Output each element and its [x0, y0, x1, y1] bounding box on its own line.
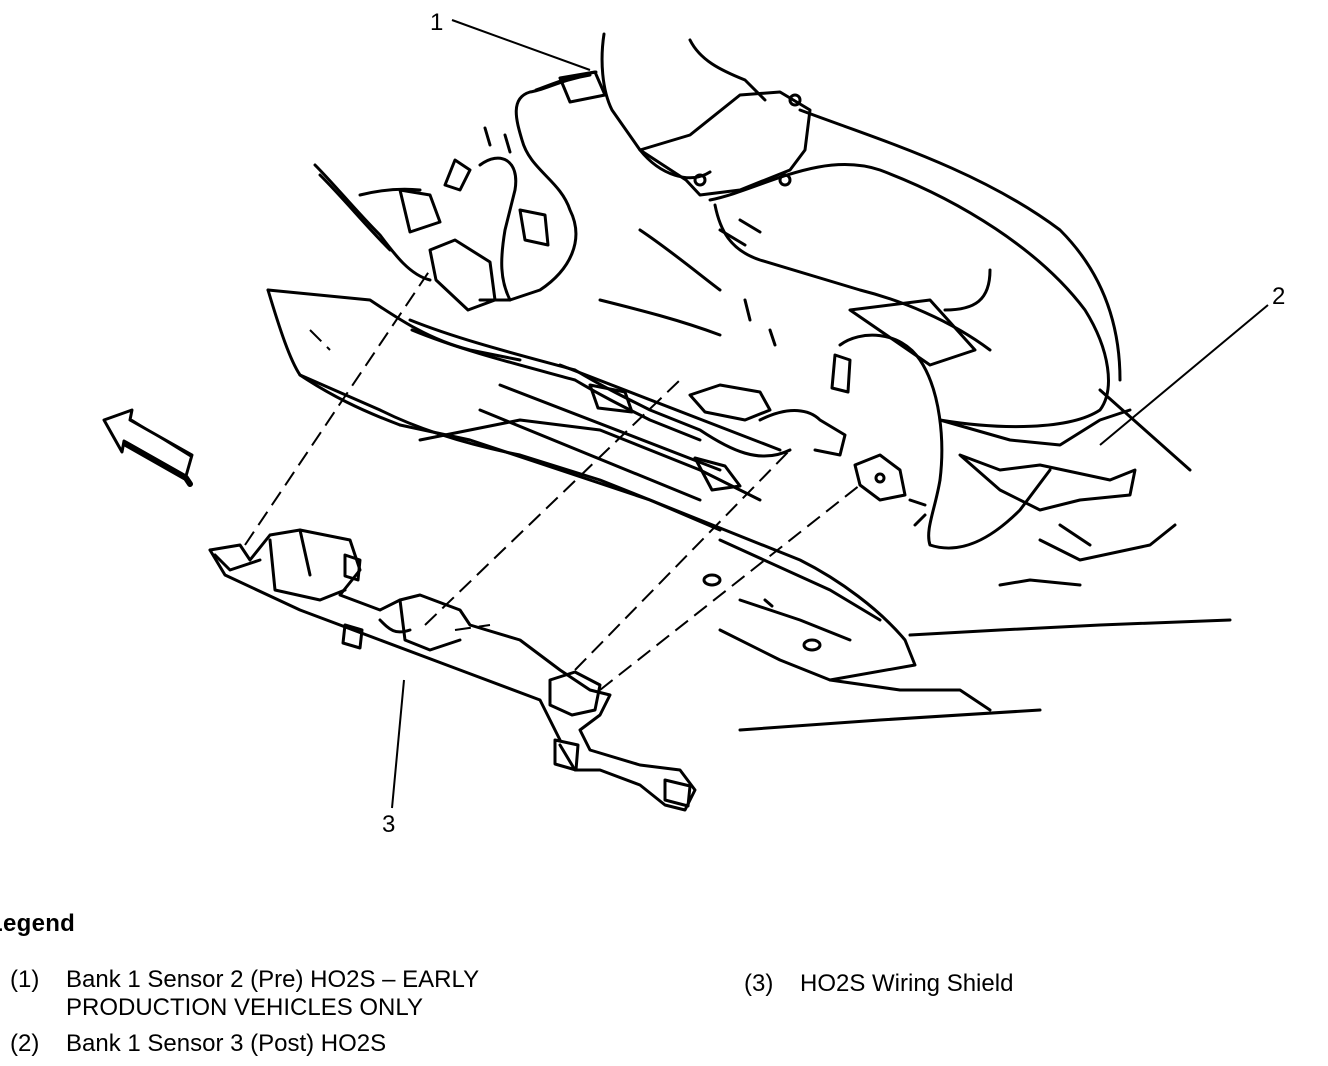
legend-text: Bank 1 Sensor 3 (Post) HO2S [66, 1030, 387, 1057]
legend-text: HO2S Wiring Shield [800, 970, 1014, 997]
legend-line: PRODUCTION VEHICLES ONLY [66, 994, 423, 1021]
vehicle-floor [266, 228, 1232, 732]
wiring-shield [208, 528, 697, 812]
exhaust-sensor-diagram: 1 2 3 [102, 9, 1285, 838]
callout-2: 2 [1272, 283, 1285, 310]
legend-number: (2) [10, 1030, 40, 1057]
legend-number: (3) [744, 970, 774, 997]
sensor-2-bracket [853, 453, 1177, 562]
legend-line: Bank 1 Sensor 2 (Pre) HO2S – EARLY [66, 966, 480, 993]
legend-number: (1) [10, 966, 40, 993]
harness-run [408, 318, 1052, 550]
callout-3: 3 [382, 811, 395, 838]
legend-title: Legend [0, 910, 76, 937]
legend-text: Bank 1 Sensor 2 (Pre) HO2S – EARLY PRODU… [66, 966, 479, 1022]
forward-arrow-icon [102, 408, 194, 487]
callout-1: 1 [430, 9, 443, 36]
sensor-1-harness [313, 70, 607, 312]
leader-lines [391, 19, 1269, 809]
exhaust-pipe [600, 32, 1192, 472]
guide-lines [244, 269, 861, 691]
